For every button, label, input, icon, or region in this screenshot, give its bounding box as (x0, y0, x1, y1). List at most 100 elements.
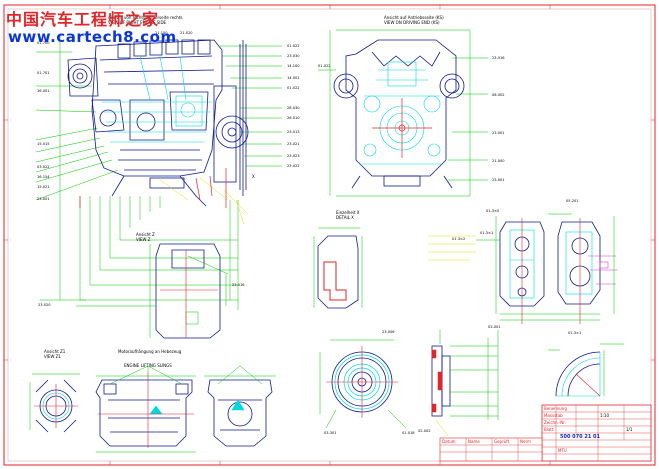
detail-x: Einzelheit X DETAIL X (313, 210, 476, 309)
tag-l6: 15.021 (37, 185, 50, 189)
detail-x-part (323, 261, 347, 301)
tag-r3: 14.100 (287, 64, 300, 68)
lifting-front-dims (204, 365, 276, 385)
tag-l2: 16.001 (37, 89, 50, 93)
view-z-accents (160, 250, 218, 338)
side-view-dimension-lines (35, 34, 282, 310)
sheet-border (3, 4, 656, 466)
tag-r1: 01.022 (287, 44, 300, 48)
tags-top: 01.700 11.150 21.020 (37, 31, 193, 45)
part-detail-group: 01.3×0 01.3×1 01.3×2 05.201 (452, 199, 618, 324)
front-tag-1: 23.016 (492, 56, 505, 60)
pump-part-accents (588, 255, 618, 285)
watermark-url: www.cartech8.com (8, 28, 177, 46)
seal-outline (555, 351, 601, 397)
flywheel-housing (213, 40, 249, 196)
pulley-section-fill (431, 349, 443, 413)
tb-label-8: Norm (520, 439, 531, 444)
view-z-left-tag: 23.020 (38, 303, 51, 307)
marker-x: X (252, 174, 255, 179)
frame-ticks (4, 5, 655, 465)
right-view-title: Ansicht von rechts/Kühlerseite rechts (108, 15, 183, 20)
pump-part-outline (499, 221, 601, 307)
lifting-side-outline (95, 379, 193, 447)
lifting-slings-view: Motoraufhängung an Hebezeug ENGINE LIFTI… (95, 349, 276, 453)
tag-r11: 23.022 (287, 164, 300, 168)
front-view-subtitle: VIEW ON DRIVING END (KS) (384, 20, 440, 25)
tag-r4: 14.001 (287, 76, 300, 80)
tb-scale: 1:10 (600, 413, 609, 418)
view-z-subtitle: VIEW Z (136, 237, 151, 242)
front-tag-3: 23.001 (492, 131, 505, 135)
title-block-grid (440, 405, 651, 461)
tag-r5: 01.022 (287, 86, 300, 90)
part-tag-3: 01.3×2 (452, 237, 465, 241)
lifting-front-marker (231, 399, 245, 411)
part-tag-1: 01.3×0 (486, 209, 500, 213)
front-view-dimension-lines (318, 29, 488, 197)
side-view-red-marks (79, 168, 227, 208)
tb-label-3: Zeichn.-Nr. (544, 420, 566, 425)
pulley-tag-top: 03.001 (488, 325, 501, 329)
front-tag-4: 21.000 (492, 159, 505, 163)
front-tag-5: 23.001 (492, 178, 505, 182)
tag-l7: 23.001 (37, 197, 50, 201)
part-tag-2: 01.3×1 (480, 231, 493, 235)
pulley-section-dims (439, 330, 499, 420)
tb-label-4: Blatt (544, 427, 554, 432)
tag-r8: 23.013 (287, 130, 300, 134)
side-view-engine-outline (67, 39, 223, 207)
side-view-sections (102, 55, 212, 143)
tags-left-column: 01.701 16.001 15.015 03.022 16.154 15.02… (37, 71, 50, 201)
lifting-center-marker (149, 405, 163, 415)
tag-r7: 26.010 (287, 116, 300, 120)
view-z1-title: Ansicht Z1 (44, 349, 66, 354)
damper-red (326, 346, 398, 418)
sheet-inner-border (7, 8, 652, 462)
right-view-subtitle: VIEW OF RIGHT ENGINE SIDE (108, 20, 167, 25)
detail-x-title: Einzelheit X (336, 210, 360, 215)
seal-red (575, 373, 601, 397)
detail-x-subtitle: DETAIL X (336, 215, 354, 220)
front-tag-left: 01.022 (318, 64, 331, 68)
tb-company: MTU (558, 448, 567, 453)
view-z: Ansicht Z VIEW Z 23.016 23.020 (38, 232, 245, 339)
view-z1-red (34, 384, 78, 428)
right-side-view: Ansicht von rechts/Kühlerseite rechts VI… (35, 15, 300, 310)
tag-top-1: 01.700 (37, 41, 50, 45)
front-view-outline (333, 39, 465, 189)
tb-label-6: Name (468, 439, 480, 444)
damper-view: 23.006 01.018 03.301 03.001 02.002 (319, 325, 501, 437)
tag-l1: 01.701 (37, 71, 50, 75)
tag-r9: 23.021 (287, 142, 300, 146)
front-view-accents (372, 98, 432, 158)
view-z1: Ansicht Z1 VIEW Z1 (29, 349, 80, 433)
watermark-chinese: 中国汽车工程师之家 (6, 10, 160, 29)
seal-cyan (556, 352, 601, 397)
view-z-title: Ansicht Z (136, 232, 155, 237)
view-z-outline (155, 243, 221, 339)
tags-right-column: 01.022 23.030 14.100 14.001 01.022 28.03… (287, 44, 300, 168)
seal-dims (548, 343, 624, 396)
front-tag-2: 06.002 (492, 93, 505, 97)
tb-drawing-number: 500 070 21 01 (560, 434, 601, 440)
side-view-yellow-leaders (159, 177, 249, 225)
tb-label-1: Benennung (544, 406, 567, 411)
front-view-title: Ansicht auf Antriebsseite (KS) (384, 15, 444, 20)
lifting-red-marks (98, 372, 194, 448)
lifting-slings (96, 365, 196, 453)
detail-x-outline (317, 235, 359, 309)
tag-top-3: 21.020 (180, 31, 193, 35)
damper-dims (319, 339, 407, 429)
view-z1-subtitle: VIEW Z1 (44, 354, 61, 359)
lifting-title: Motoraufhängung an Hebezeug (118, 349, 182, 354)
pump-part-red (521, 218, 581, 324)
lifting-front-outline (207, 379, 273, 447)
tb-label-2: Massstab (544, 413, 563, 418)
title-block-labels: Benennung Massstab Zeichn.-Nr. Blatt Dat… (442, 406, 567, 444)
tb-label-5: Datum (442, 439, 456, 444)
title-block: Benennung Massstab Zeichn.-Nr. Blatt Dat… (439, 404, 652, 462)
tag-r6: 28.030 (287, 106, 300, 110)
seal-tag: 01.3×1 (568, 331, 581, 335)
